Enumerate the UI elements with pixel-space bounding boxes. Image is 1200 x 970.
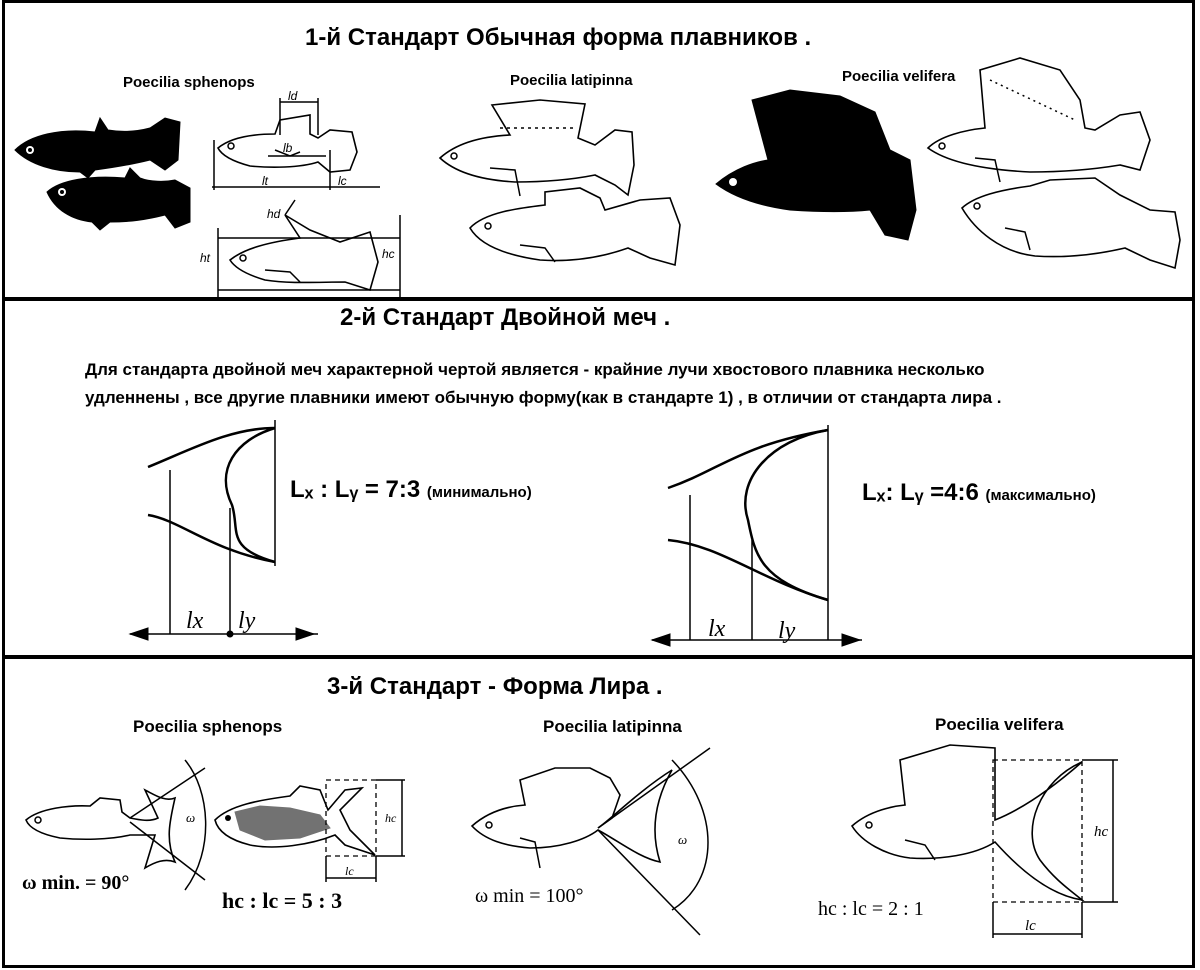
lyre-fish-sphenops-1: ω xyxy=(25,759,207,891)
label-ld: ld xyxy=(288,89,298,103)
ratio-left-note: (минимально) xyxy=(426,484,532,501)
omega-min-90: ω min. = 90° xyxy=(22,872,130,894)
label-lb: lb xyxy=(283,141,293,155)
species-sphenops-label: Poecilia sphenops xyxy=(123,74,255,91)
ratio-right: Lₓ: Lᵧ =4:6 (максимально) xyxy=(862,479,1096,507)
lyre-fish-latipinna: ω xyxy=(470,747,711,936)
label-lc: lc xyxy=(338,174,347,188)
label-hc-1: hc xyxy=(385,811,397,825)
species-velifera-label: Poecilia velifera xyxy=(842,68,956,85)
label-lt: lt xyxy=(262,174,269,188)
species-latipinna-label: Poecilia latipinna xyxy=(510,72,633,89)
label-lx-left: lx xyxy=(186,608,204,634)
label-hd: hd xyxy=(267,207,281,221)
ratio-2-1: hc : lc = 2 : 1 xyxy=(818,898,924,920)
ratio-left-text: Lₓ : Lᵧ = 7:3 xyxy=(290,476,421,503)
ratio-left: Lₓ : Lᵧ = 7:3 (минимально) xyxy=(290,476,532,504)
section3-title: 3-й Стандарт - Форма Лира . xyxy=(327,673,663,700)
label-omega-1: ω xyxy=(186,810,195,825)
latipinna-fish-1 xyxy=(438,99,635,197)
label-hc: hc xyxy=(382,247,395,261)
ratio-right-text: Lₓ: Lᵧ =4:6 xyxy=(862,479,979,506)
species3-latipinna-label: Poecilia latipinna xyxy=(543,717,682,736)
ratio-right-note: (максимально) xyxy=(985,487,1096,504)
panel-standard-2 xyxy=(2,298,1195,658)
label-lx-right: lx xyxy=(708,616,726,642)
velifera-fish-2 xyxy=(960,177,1181,270)
double-sword-diagram-left: lx ly xyxy=(128,420,318,641)
omega-min-100: ω min = 100° xyxy=(475,885,584,907)
measured-fish-top: ld lb lt lc xyxy=(212,89,380,190)
section1-title: 1-й Стандарт Обычная форма плавников . xyxy=(305,24,812,51)
species3-velifera-label: Poecilia velifera xyxy=(935,715,1064,734)
double-sword-diagram-right: lx ly xyxy=(650,425,862,647)
label-ly-right: ly xyxy=(778,618,796,644)
black-fish-sphenops-2 xyxy=(46,167,191,231)
label-lc-2: lc xyxy=(1025,918,1036,934)
velifera-fish-1 xyxy=(926,57,1151,183)
label-lc-1: lc xyxy=(345,864,354,878)
velifera-black-fish xyxy=(715,89,917,241)
panel-standard-3 xyxy=(2,656,1195,968)
label-hc-2: hc xyxy=(1094,824,1109,840)
section2-title: 2-й Стандарт Двойной меч . xyxy=(340,304,671,331)
measured-fish-bottom: hd ht hc xyxy=(200,199,401,298)
label-ly-left: ly xyxy=(238,608,256,634)
ratio-5-3: hc : lc = 5 : 3 xyxy=(222,888,343,913)
latipinna-fish-2 xyxy=(469,187,681,267)
label-omega-2: ω xyxy=(678,832,687,847)
lyre-fish-sphenops-spotted: hc lc xyxy=(214,779,405,882)
black-fish-sphenops-1 xyxy=(14,116,181,179)
section2-description-line2: удленнены , все другие плавники имеют об… xyxy=(85,388,1002,407)
species3-sphenops-label: Poecilia sphenops xyxy=(133,717,283,736)
lyre-fish-velifera: hc lc xyxy=(850,744,1118,938)
label-ht: ht xyxy=(200,251,211,265)
section2-description-line1: Для стандарта двойной меч характерной че… xyxy=(85,360,985,379)
